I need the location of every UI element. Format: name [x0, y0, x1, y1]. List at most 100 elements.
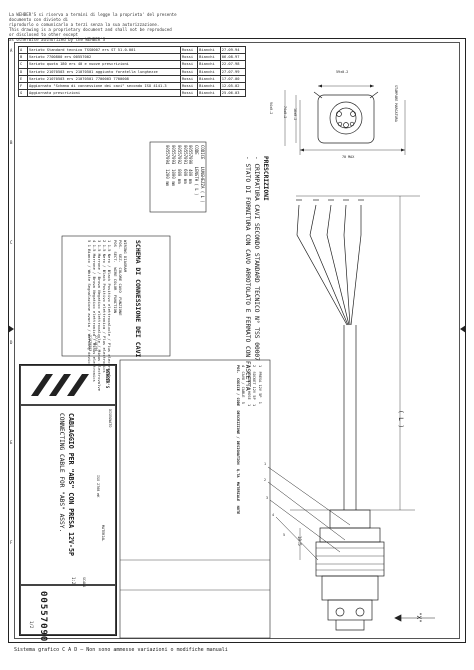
rev-date: 06.08.97 [219, 53, 247, 62]
wiring-pos: 2 [102, 240, 108, 243]
zone-letter: B [10, 140, 13, 145]
wiring-header: POS. [117, 240, 123, 250]
footer-separator: — [80, 647, 87, 653]
dim-185-label: 18.5 [297, 536, 302, 546]
parts-row: 2 SOCKET 12V 5P 1 [251, 365, 257, 514]
lengths-value: 1000 mm [171, 169, 177, 186]
parts-header: DESCRIZIONE / DESIGNATION [236, 410, 240, 465]
lengths-value: 800 mm [176, 169, 182, 184]
footer-note: Non sono ammesse variazioni o modifiche … [86, 647, 228, 653]
drawing-sheet [8, 38, 466, 643]
dim-label: 59±0.2 [336, 70, 349, 74]
wiring-section: 1 [86, 244, 92, 247]
lengths-header-en: CODE LENGTH ( L ) [193, 145, 199, 203]
logo-cell [20, 365, 116, 405]
zone-letter: F [10, 540, 13, 545]
prescrizioni-line: - CRIMPATURA CAVI SECONDO STANDARD TECNI… [253, 156, 260, 361]
company-logo [31, 374, 89, 396]
scale-value: 1:2 [71, 577, 76, 585]
lengths-code: 00557092 [176, 145, 182, 165]
part-description: PRESA 12V 5P [258, 371, 262, 398]
wiring-schema-title: SCHEMA DI CONNESSIONE DEI CAVI [134, 240, 142, 357]
wiring-subtitle: WIRING DIAGRAM [123, 240, 128, 273]
parts-row: 1 PRESA 12V 5P 1 [257, 365, 262, 514]
lengths-code: 00557093 [171, 145, 177, 165]
wiring-color: Nero / Black [102, 253, 108, 282]
prescrizioni: PRESCRIZIONI - CRIMPATURA CAVI SECONDO S… [243, 156, 270, 391]
wiring-pos: 5 [86, 240, 92, 243]
parts-header: Q.TA [236, 468, 240, 478]
callout-number: 4 [272, 513, 275, 517]
part-qty: 1 [247, 403, 251, 407]
footer: Sistema grafico C A D — Non sono ammesse… [14, 647, 464, 653]
wiring-pos: 3 [96, 240, 102, 243]
parts-header: CODICE / CODE [236, 377, 240, 407]
company-name: WEHBER'S [105, 369, 110, 389]
wiring-color: Marrone / Brown [91, 253, 97, 289]
drawn-label: DISEGNATO [108, 409, 112, 428]
callout-number: 2 [264, 478, 267, 482]
revision-row: B Variato 7700800 ers 00557002 Rossi Bia… [18, 53, 247, 62]
revision-row: G Aggiornata prescrizioni Rossi Bianchi … [18, 89, 247, 98]
part-pos: 1 [258, 365, 262, 368]
drawn-number: 21070503 [88, 335, 92, 352]
prescrizioni-title: PRESCRIZIONI [262, 156, 269, 201]
centering-marker [460, 325, 466, 333]
length-label: ( L ) [397, 410, 404, 429]
parts-header: POS. [236, 365, 240, 374]
callout-number: 3 [266, 496, 269, 500]
wiring-function: Positivo elettronica / Plus electronics [102, 283, 108, 373]
lengths-value: 1200 mm [165, 169, 171, 186]
revision-table: A Variato Standard tecnico TSS0007 ers S… [18, 45, 247, 98]
part-pos: 4 [241, 365, 246, 368]
title-italian: CABLAGGIO PER "ABS" CON PRESA 12V-5P [67, 413, 75, 556]
drawing-number: 00557090 [38, 591, 48, 643]
part-pos: 3 [247, 365, 251, 368]
wiring-section: 1.5 [107, 244, 113, 252]
part-qty: 1 [258, 401, 262, 404]
material-label: MATERIAL [101, 525, 105, 542]
lengths-row: 00557092 800 mm [176, 145, 182, 203]
part-pos: 2 [252, 365, 257, 368]
title-english: CONNECTING CABLE FOR "ABS" ASSY. [58, 413, 65, 533]
wiring-headers: POS. SEZ. COLORE CAVO FUNZIONE [118, 240, 123, 391]
rev-date: 25.06.03 [219, 89, 247, 98]
view-x-label: "X" [415, 612, 422, 623]
parts-row: 3 GUAINA / HOSE 1 [246, 365, 251, 514]
wiring-section: 1.5 [102, 244, 108, 252]
lengths-code: 00557094 [165, 145, 171, 165]
part-description: CAVO / CABLE [241, 371, 246, 398]
wiring-pos: 1 [107, 240, 113, 243]
lengths-header-length: LUNGHEZZA ( L ) [200, 166, 205, 203]
lengths-row: 00557093 1000 mm [170, 145, 176, 203]
wiring-color: Bianco / White [86, 249, 92, 282]
lengths-row: 00557094 1200 mm [164, 145, 170, 203]
zone-letter: D [10, 340, 13, 345]
centering-marker [8, 325, 14, 333]
lengths-table: CODICE LUNGHEZZA ( L ) CODE LENGTH ( L )… [164, 145, 205, 203]
copyright-line: riprodurlo o comunicarlo a terzi senza l… [9, 22, 160, 27]
number-cell [20, 585, 116, 635]
zone-letter: E [10, 440, 13, 445]
title-cell [20, 405, 116, 585]
sheet-number: 1/2 [29, 621, 34, 629]
wiring-section: 1.5 [96, 244, 102, 252]
parts-header: MATERIALE [236, 481, 240, 502]
wiring-color: Marrone / Brown [96, 253, 102, 289]
scale-label: SCALA [82, 577, 86, 588]
part-description: SOCKET 12V 5P [252, 371, 257, 400]
parts-list: 1 PRESA 12V 5P 1 2 SOCKET 12V 5P 1 3 GUA… [235, 365, 262, 514]
copyright-line: This drawing is a proprietary document a… [9, 27, 172, 37]
copyright-note: La WEHBER'S si riserva a termini di legg… [9, 12, 179, 42]
wiring-header: FUNZIONE [117, 297, 123, 316]
prescrizioni-line: - STATO DI FORNITURA CON CAVO ARROTOLATO… [244, 156, 251, 391]
drawing-inner-frame [14, 42, 460, 639]
title-block: WEHBER'S CABLAGGIO PER "ABS" CON PRESA 1… [19, 335, 117, 642]
copyright-line: as otherwise authorized by the WEHBER'S [9, 37, 106, 42]
wiring-schema-heading: SCHEMA DI CONNESSIONE DEI CAVI [134, 240, 142, 358]
rev-date: 27.09.94 [219, 45, 247, 55]
rev-signature: Rossi [179, 53, 199, 62]
lengths-code: 00557091 [182, 145, 188, 165]
wiring-pos: 4 [91, 240, 97, 243]
stamp-label: STAMPARE MARCATURA [394, 85, 398, 122]
